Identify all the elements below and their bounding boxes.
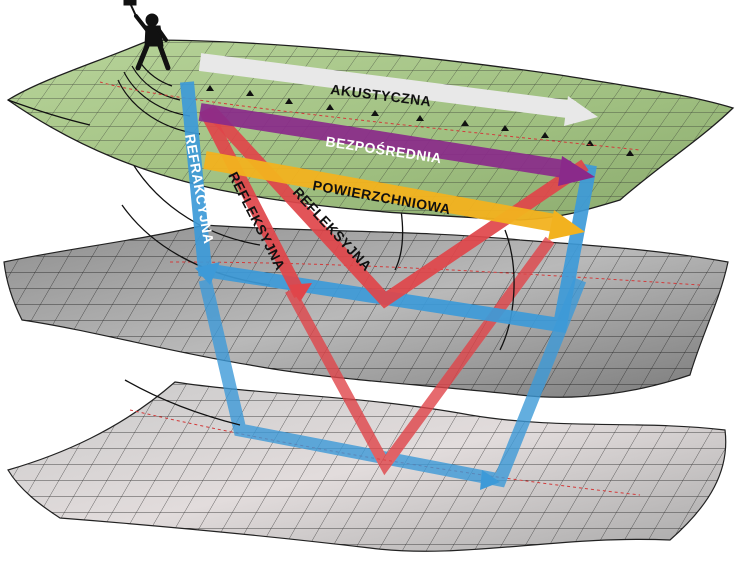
refraction-deep-ray [198,277,587,488]
acoustic-arrow [198,53,577,119]
bottom-layer-dashline [129,409,641,496]
reflection-arrowhead-1 [288,283,312,302]
refraction-deep-arrowhead [480,470,500,490]
geophone-icon [541,132,549,138]
person-with-hammer-icon [123,0,171,71]
middle-layer [3,224,729,398]
reflection-arrow-1 [199,107,306,298]
geophone-icon [206,85,214,91]
geophone-icon [626,150,634,156]
refraction-arrowhead [195,262,220,285]
geophone-icon [246,90,254,96]
surface-wave-arrow [203,151,562,233]
middle-layer-dashline [169,261,701,286]
geophone-icon [501,125,509,131]
wavefront-arcs [121,149,515,426]
surface-layer-edge [7,99,91,126]
acoustic-arrowhead [564,96,598,126]
geophone-icon [326,104,334,110]
geophones [99,81,641,156]
geophone-icon [285,98,293,104]
surface-wave-arrowhead [548,210,585,240]
bottom-layer-grid [8,382,726,552]
geophone-icon [371,110,379,116]
direct-arrowhead [558,156,595,186]
wave-arrows [180,53,598,490]
bottom-layer [7,381,727,552]
geophone-icon [416,115,424,121]
geophone-icon [461,120,469,126]
direct-arrow [198,103,572,179]
middle-layer-grid [4,225,728,398]
